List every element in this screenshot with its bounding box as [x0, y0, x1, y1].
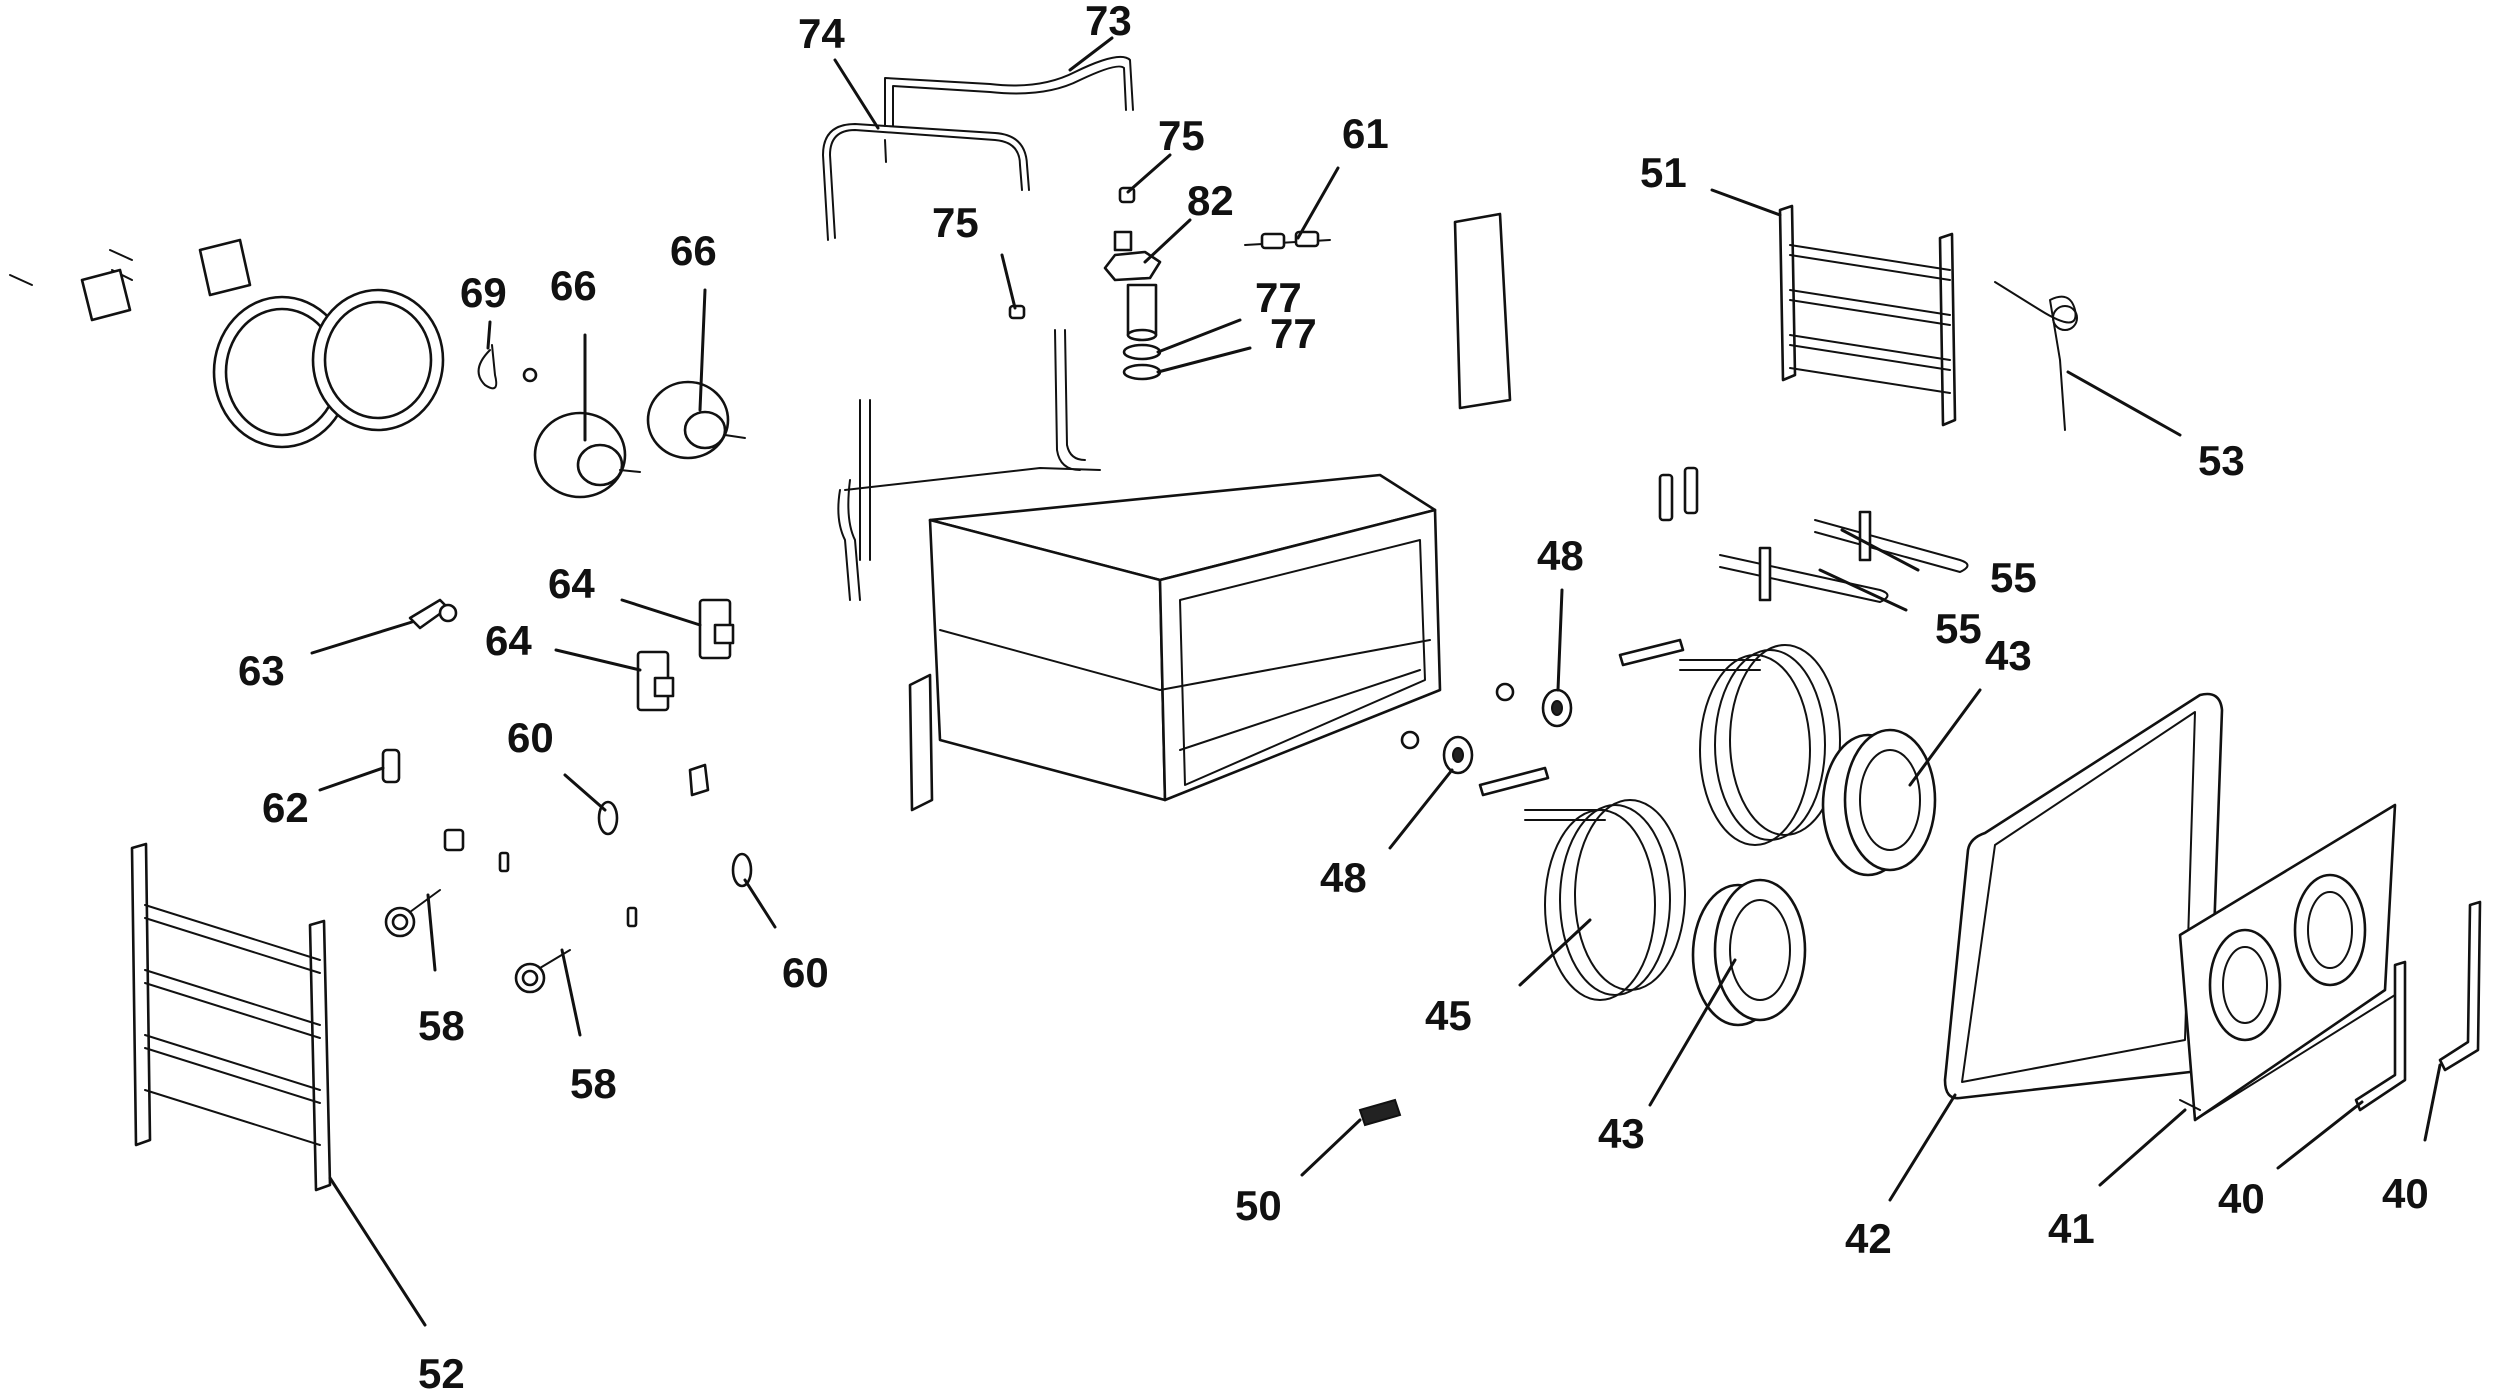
nut	[522, 367, 538, 383]
callout-69: 69	[460, 269, 507, 316]
panel-41	[2178, 803, 2397, 1122]
callout-43-lower: 43	[1598, 1110, 1645, 1157]
callout-43-upper: 43	[1985, 632, 2032, 679]
washer-77-a	[1122, 343, 1162, 361]
switch-64-lower	[636, 650, 675, 712]
washer-77-b	[1122, 363, 1162, 381]
callout-77-lower: 77	[1270, 310, 1317, 357]
callout-51: 51	[1640, 149, 1687, 196]
callout-64-upper: 64	[548, 560, 595, 607]
fitting-small-b	[498, 851, 510, 873]
spring-58-upper	[384, 889, 441, 938]
terminal-strip-b	[1478, 766, 1550, 797]
grommet-60-lower	[731, 852, 753, 888]
callout-60-upper: 60	[507, 714, 554, 761]
callout-66-left: 66	[550, 262, 597, 309]
gasket-rings	[212, 288, 445, 449]
callout-61: 61	[1342, 110, 1389, 157]
callout-58-lower: 58	[570, 1060, 617, 1107]
tube-73	[884, 56, 1134, 127]
washer-b	[1400, 730, 1420, 750]
heater-coil-45	[1524, 799, 1686, 1001]
leader-lines	[310, 36, 2442, 1327]
callout-48-lower: 48	[1320, 854, 1367, 901]
callout-42: 42	[1845, 1215, 1892, 1262]
tube-74	[822, 123, 1030, 241]
spring-58-lower	[514, 949, 571, 994]
callout-53: 53	[2198, 437, 2245, 484]
callout-45: 45	[1425, 992, 1472, 1039]
callout-77-upper: 77	[1255, 274, 1302, 321]
rack-51	[1778, 204, 1957, 427]
callout-60-lower: 60	[782, 949, 829, 996]
switch-64-upper	[698, 598, 735, 660]
rail-40-left	[2354, 960, 2407, 1112]
washer-a	[1495, 682, 1515, 702]
terminal-clip-b	[1683, 466, 1699, 515]
callout-52: 52	[418, 1350, 465, 1393]
door-gasket-42	[1943, 692, 2224, 1100]
callout-50: 50	[1235, 1182, 1282, 1229]
valve-82	[1103, 230, 1162, 342]
mounting-brackets	[9, 238, 252, 322]
clip-69	[477, 344, 498, 390]
baffle-panel	[1453, 212, 1512, 410]
cabinet-body	[837, 329, 1442, 812]
callout-labels: 73 74 75 75 82 61 77 77 51 53 69 66 66 6…	[238, 0, 2429, 1393]
small-bracket	[688, 763, 710, 797]
callout-55-lower: 55	[1935, 605, 1982, 652]
callout-48-upper: 48	[1537, 532, 1584, 579]
element-63-end	[438, 603, 458, 623]
sensor-53	[1994, 281, 2078, 431]
probe-61	[1244, 230, 1331, 250]
callout-63: 63	[238, 647, 285, 694]
heater-coil-upper	[1679, 644, 1841, 846]
rack-52	[130, 842, 332, 1192]
callout-40-left: 40	[2218, 1175, 2265, 1222]
callout-74: 74	[798, 10, 845, 57]
terminal-strip-a	[1618, 638, 1685, 667]
blower-wheel-43-lower	[1691, 878, 1807, 1027]
motor-66-left	[533, 411, 641, 499]
callout-64-lower: 64	[485, 617, 532, 664]
fitting-small-c	[626, 906, 638, 928]
callout-55-upper: 55	[1990, 554, 2037, 601]
callout-75-upper: 75	[1158, 112, 1205, 159]
heater-rod-55-lower	[1719, 546, 1889, 603]
fitting-62	[381, 748, 401, 784]
callout-75-lower: 75	[932, 199, 979, 246]
heater-rod-55-upper	[1814, 510, 1969, 573]
disc-48-upper	[1541, 688, 1573, 728]
fitting-75-lower	[1008, 304, 1026, 320]
callout-73: 73	[1085, 0, 1132, 44]
part-50	[1358, 1098, 1402, 1127]
motor-66-right	[646, 380, 746, 460]
rail-40-right	[2438, 900, 2482, 1072]
fitting-small-a	[443, 828, 465, 852]
callout-62: 62	[262, 784, 309, 831]
callout-58-upper: 58	[418, 1002, 465, 1049]
blower-wheel-43-upper	[1821, 728, 1937, 877]
disc-48-lower	[1442, 735, 1474, 775]
callout-82: 82	[1187, 177, 1234, 224]
callout-66-right: 66	[670, 227, 717, 274]
terminal-clip-a	[1658, 473, 1674, 522]
callout-40-right: 40	[2382, 1170, 2429, 1217]
callout-41: 41	[2048, 1205, 2095, 1252]
